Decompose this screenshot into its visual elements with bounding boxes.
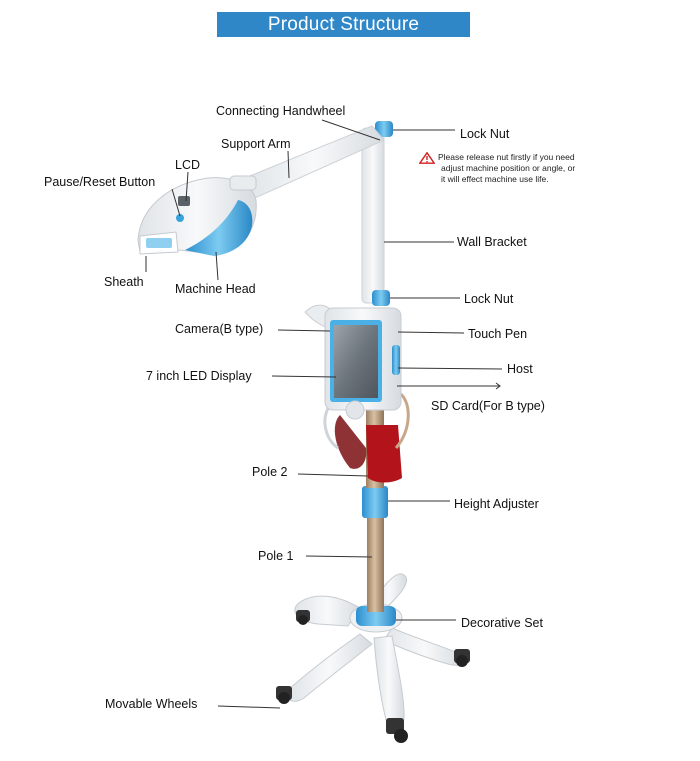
label-sheath: Sheath [104,275,144,289]
label-touch-pen: Touch Pen [468,327,528,341]
leader-machine-head [215,251,219,281]
base-star [286,573,465,730]
label-lock-nut-mid: Lock Nut [464,292,514,306]
label-pole-1: Pole 1 [258,549,294,563]
warning-line-2: adjust machine position or angle, or [441,163,576,173]
leader-led-display [271,375,337,378]
lock-nut-top-graphic [375,121,393,137]
warning-triangle-icon [419,152,435,164]
label-wall-bracket: Wall Bracket [457,235,527,249]
label-pause-reset-button: Pause/Reset Button [44,175,156,189]
leader-touch-pen [397,331,465,334]
wheel-icon [276,686,292,704]
label-lock-nut-top: Lock Nut [460,127,510,141]
movable-wheels-graphic [276,610,470,743]
title-banner: Product Structure [217,12,470,37]
wheel-icon [454,649,470,667]
label-connecting-handwheel: Connecting Handwheel [216,104,346,118]
goggles-graphic [323,390,410,483]
leader-pole-1 [305,555,373,558]
pole-1-graphic [367,516,384,612]
label-led-display: 7 inch LED Display [146,369,252,383]
warning-line-3: it will effect machine use life. [441,174,549,184]
leader-host [397,367,503,370]
leader-lcd [185,171,189,202]
pause-reset-button-graphic [176,214,184,222]
label-height-adjuster: Height Adjuster [454,497,539,511]
label-movable-wheels: Movable Wheels [105,697,198,711]
leader-camera [277,329,331,332]
warning-note: Please release nut firstly if you need a… [419,152,610,185]
leader-sd-card-arrow [495,382,501,390]
leader-movable-wheels [217,705,281,709]
page-title: Product Structure [267,13,420,35]
label-support-arm: Support Arm [221,137,291,151]
led-display-screen [334,325,378,398]
sheath-graphic [146,238,172,248]
label-camera: Camera(B type) [175,322,264,336]
leader-connecting-handwheel [321,119,381,141]
lock-nut-mid-graphic [372,290,390,306]
leader-support-arm [287,150,290,179]
machine-head-graphic [137,175,257,256]
lcd-screen [178,196,190,206]
label-sd-card: SD Card(For B type) [431,399,545,413]
wheel-icon [386,718,408,743]
label-lcd: LCD [175,158,201,172]
leader-pole-2 [297,473,369,477]
label-pole-2: Pole 2 [252,465,288,479]
label-host: Host [507,362,533,376]
host-graphic [304,304,402,420]
warning-line-1: Please release nut firstly if you need [438,152,575,162]
leader-pause-reset [171,188,181,217]
label-machine-head: Machine Head [175,282,256,296]
wheel-icon [296,610,310,625]
label-decorative-set: Decorative Set [461,616,543,630]
height-adjuster-graphic [362,486,388,518]
